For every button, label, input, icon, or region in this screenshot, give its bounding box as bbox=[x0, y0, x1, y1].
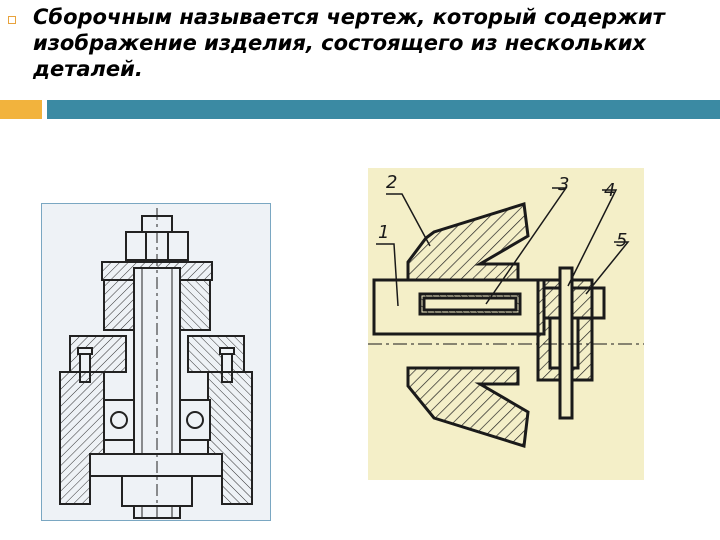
assembly-drawing-left-svg bbox=[59, 208, 253, 519]
part-label-5: 5 bbox=[616, 230, 627, 251]
part-label-4: 4 bbox=[604, 180, 615, 201]
bullet-square-icon bbox=[8, 16, 16, 24]
slide-text: Сборочным называется чертеж, который сод… bbox=[33, 5, 665, 81]
assembly-drawing-right-svg: 1 2 3 4 5 bbox=[368, 172, 644, 448]
part-label-2: 2 bbox=[386, 172, 397, 193]
assembly-drawing-left bbox=[41, 203, 271, 521]
accent-bar-orange bbox=[0, 100, 42, 119]
assembly-drawing-right: 1 2 3 4 5 bbox=[368, 168, 644, 480]
part-label-3: 3 bbox=[558, 174, 569, 195]
part-label-1: 1 bbox=[378, 222, 389, 243]
accent-bar-teal bbox=[47, 100, 720, 119]
